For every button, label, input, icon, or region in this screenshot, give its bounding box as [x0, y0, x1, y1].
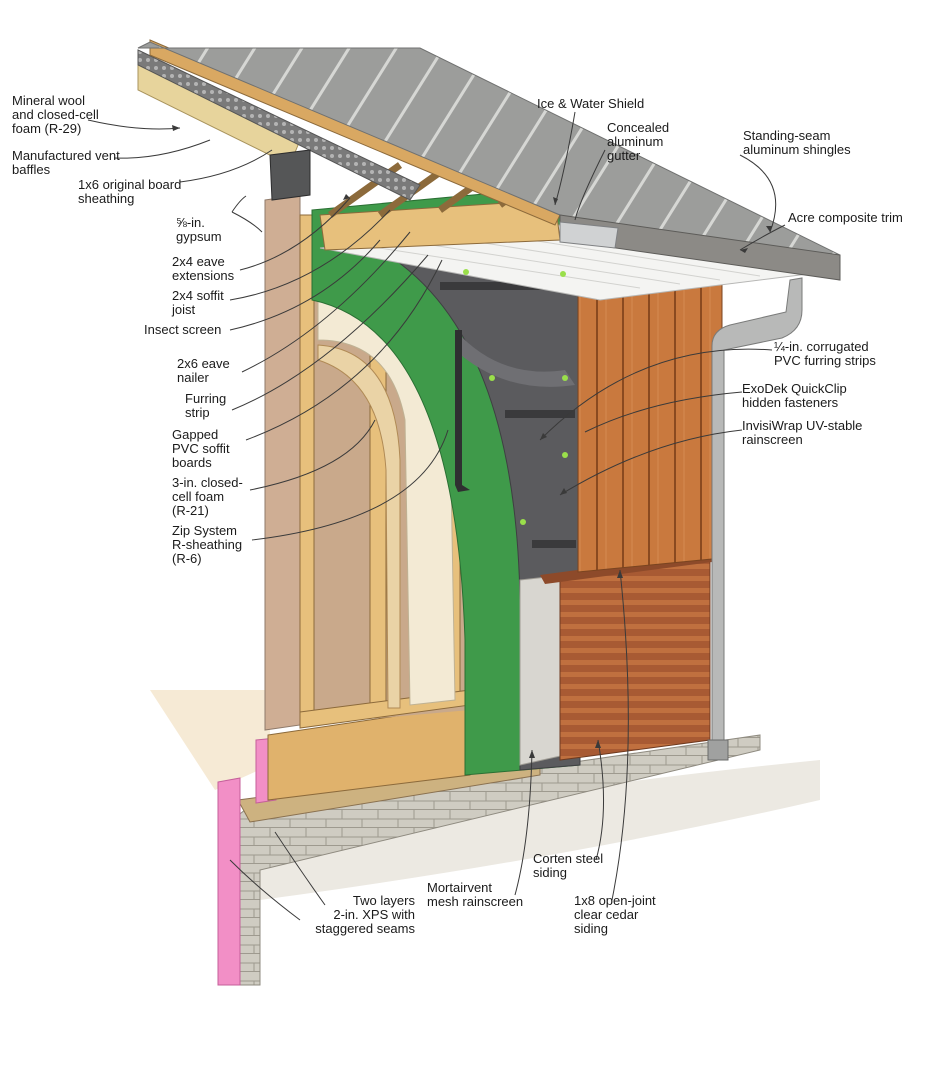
label-corten: Corten steel siding: [533, 851, 604, 880]
vent-baffles: [137, 49, 421, 201]
quickclip-3: [532, 540, 576, 548]
wall-sheathing-arch: [317, 344, 401, 709]
leader-arrows: [172, 125, 772, 758]
label-vent-baffles: Manufactured vent baffles: [12, 148, 120, 177]
ground-shadow: [260, 760, 820, 900]
label-gypsum: ⅝-in. gypsum: [176, 215, 222, 244]
corten-siding: [559, 559, 711, 761]
label-xps: Two layers 2-in. XPS with staggered seam…: [315, 893, 415, 936]
label-acre-trim: Acre composite trim: [788, 210, 903, 225]
label-standing-seam: Standing-seam aluminum shingles: [743, 128, 851, 157]
label-pvc-furring: ¼-in. corrugated PVC furring strips: [774, 339, 876, 368]
quickclip-2: [505, 410, 575, 418]
label-ice-water-shield: Ice & Water Shield: [537, 96, 645, 111]
label-eave-nailer: 2x6 eave nailer: [177, 356, 230, 385]
floor-surface: [150, 690, 270, 790]
membrane-fold: [455, 330, 575, 387]
mortairvent-mesh: [519, 574, 566, 766]
label-exodek: ExoDek QuickClip hidden fasteners: [742, 381, 847, 410]
label-board-sheathing: 1x6 original board sheathing: [78, 177, 182, 206]
label-cedar: 1x8 open-joint clear cedar siding: [574, 893, 656, 936]
quickclip-1: [440, 282, 576, 290]
label-closed-cell-foam: 3-in. closed- cell foam (R-21): [172, 475, 243, 518]
label-pvc-soffit: Gapped PVC soffit boards: [172, 427, 230, 470]
label-soffit-joist: 2x4 soffit joist: [172, 288, 224, 317]
downspout-boot: [707, 739, 729, 761]
label-mortairvent: Mortairvent mesh rainscreen: [427, 880, 524, 909]
label-invisiwrap: InvisiWrap UV-stable rainscreen: [742, 418, 863, 447]
xps-insulation: [217, 777, 241, 986]
label-mineral-wool: Mineral wool and closed-cell foam (R-29): [12, 93, 99, 136]
label-eave-extensions: 2x4 eave extensions: [172, 254, 235, 283]
furring-strip: [455, 330, 470, 492]
gypsum-drywall: [264, 194, 301, 731]
label-concealed-gutter: Concealed aluminum gutter: [607, 120, 670, 163]
concealed-gutter: [559, 221, 619, 249]
cedar-siding: [577, 261, 723, 573]
leader-lines: [87, 111, 786, 921]
soffit-lines: [359, 227, 801, 289]
gutter: [269, 149, 311, 201]
label-insect-screen: Insect screen: [144, 322, 222, 337]
fastener-dots: [463, 269, 568, 525]
label-furring-strip: Furring strip: [185, 391, 227, 420]
label-zip-system: Zip System R-sheathing (R-6): [172, 523, 243, 566]
